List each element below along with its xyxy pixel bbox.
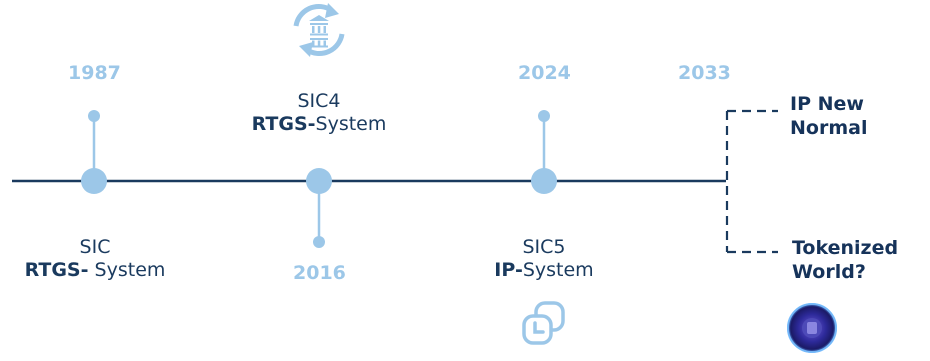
node-2016 bbox=[306, 168, 332, 194]
future-branch bbox=[725, 109, 778, 254]
year-2033: 2033 bbox=[678, 62, 731, 84]
year-2024: 2024 bbox=[518, 62, 571, 84]
system-type-sic4: RTGS-System bbox=[251, 113, 387, 135]
stem-dot-1987 bbox=[88, 110, 100, 122]
node-1987 bbox=[81, 168, 107, 194]
instant-payment-clock-icon bbox=[522, 301, 565, 345]
system-type-sic5: IP-System bbox=[494, 259, 594, 281]
system-name-sic4: SIC4 bbox=[297, 90, 341, 112]
stem-dot-2024 bbox=[538, 110, 550, 122]
branch-ip-new-normal: IP New Normal bbox=[790, 93, 868, 139]
milestone-label-2016: SIC4 RTGS-System bbox=[224, 90, 414, 136]
year-2016: 2016 bbox=[293, 262, 346, 284]
system-name-sic5: SIC5 bbox=[522, 236, 566, 258]
milestone-label-2024: SIC5 IP-System bbox=[449, 236, 639, 282]
milestone-label-1987: SIC RTGS- System bbox=[0, 236, 190, 282]
year-1987: 1987 bbox=[68, 62, 121, 84]
branch-tokenized-world: Tokenized World? bbox=[792, 237, 899, 283]
node-2024 bbox=[531, 168, 557, 194]
system-name-sic: SIC bbox=[79, 236, 111, 258]
system-type-sic: RTGS- System bbox=[24, 259, 166, 281]
bank-sync-icon bbox=[293, 3, 345, 57]
stem-dot-2016 bbox=[313, 236, 325, 248]
tokenized-world-globe-icon bbox=[787, 303, 837, 353]
